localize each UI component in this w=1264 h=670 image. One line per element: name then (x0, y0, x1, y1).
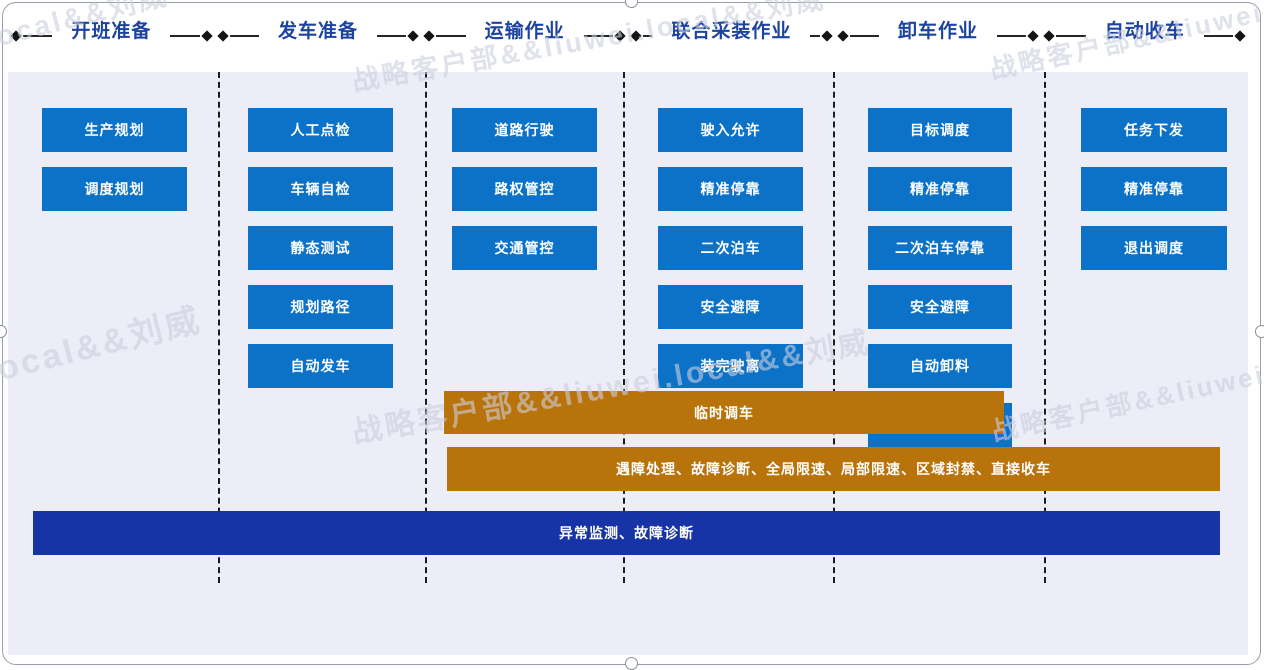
process-box[interactable]: 规划路径 (248, 285, 393, 329)
process-box[interactable]: 路权管控 (452, 167, 597, 211)
diamond-icon (821, 30, 833, 42)
resize-handle-right[interactable] (1255, 325, 1264, 338)
header-line (849, 35, 880, 37)
process-box[interactable]: 道路行驶 (452, 108, 597, 152)
process-box[interactable]: 静态测试 (248, 226, 393, 270)
diamond-icon (837, 30, 849, 42)
stage-title: 卸车作业 (898, 20, 979, 42)
stage-title: 运输作业 (484, 20, 565, 42)
diamond-icon (1043, 30, 1056, 42)
process-box[interactable]: 精准停靠 (658, 167, 803, 211)
process-box[interactable]: 安全避障 (658, 285, 803, 329)
stage-title: 发车准备 (278, 20, 359, 42)
header-line (643, 35, 653, 37)
process-box[interactable]: 交通管控 (452, 226, 597, 270)
header-line (1203, 35, 1234, 37)
resize-handle-top[interactable] (625, 0, 638, 8)
diamond-icon (217, 30, 229, 42)
diamond-icon (630, 30, 642, 42)
stage-header-4: 联合采装作业 (628, 0, 835, 72)
process-box[interactable]: 二次泊车停靠 (868, 226, 1012, 270)
process-box[interactable]: 精准停靠 (1081, 167, 1227, 211)
process-box[interactable]: 自动发车 (248, 344, 393, 388)
stage-header-2: 发车准备 (215, 0, 422, 72)
process-box[interactable]: 生产规划 (42, 108, 187, 152)
process-box[interactable]: 任务下发 (1081, 108, 1227, 152)
header-line (377, 35, 407, 37)
process-box[interactable]: 二次泊车 (658, 226, 803, 270)
stage-header-1: 开班准备 (8, 0, 215, 72)
exception-operations-bar[interactable]: 遇障处理、故障诊断、全局限速、局部限速、区域封禁、直接收车 (447, 447, 1220, 491)
header-line (436, 35, 466, 37)
process-box[interactable]: 退出调度 (1081, 226, 1227, 270)
header-line (23, 35, 53, 37)
stage-title: 自动收车 (1104, 20, 1185, 42)
stage-header-6: 自动收车 (1041, 0, 1248, 72)
stage-header-3: 运输作业 (421, 0, 628, 72)
resize-handle-bottom[interactable] (625, 657, 638, 670)
process-box[interactable]: 安全避障 (868, 285, 1012, 329)
header-line (229, 35, 259, 37)
diamond-icon (10, 30, 22, 42)
resize-handle-left[interactable] (0, 325, 7, 338)
stage-separator-4 (833, 72, 835, 583)
process-box[interactable]: 自动卸料 (868, 344, 1012, 388)
temporary-dispatch-bar[interactable]: 临时调车 (444, 391, 1004, 434)
process-box[interactable]: 精准停靠 (868, 167, 1012, 211)
stage-title: 开班准备 (71, 20, 152, 42)
header-line (583, 35, 614, 37)
stage-separator-3 (623, 72, 625, 583)
stage-header-row: 开班准备 发车准备 运输作业 联合采装作业 卸车作业 自动收车 (8, 0, 1248, 72)
process-box[interactable]: 人工点检 (248, 108, 393, 152)
diamond-icon (423, 30, 436, 42)
stage-header-5: 卸车作业 (835, 0, 1042, 72)
process-box[interactable]: 调度规划 (42, 167, 187, 211)
diamond-icon (201, 30, 213, 42)
header-line (997, 35, 1027, 37)
header-line (1056, 35, 1086, 37)
stage-title: 联合采装作业 (671, 20, 792, 42)
process-box[interactable]: 装完驶离 (658, 344, 803, 388)
process-box[interactable]: 驶入允许 (658, 108, 803, 152)
header-line (170, 35, 200, 37)
header-line (810, 35, 820, 37)
stage-separator-1 (218, 72, 220, 583)
diamond-icon (1234, 30, 1246, 42)
stage-separator-5 (1044, 72, 1046, 583)
content-panel (8, 72, 1248, 655)
diamond-icon (614, 30, 626, 42)
stage-separator-2 (425, 72, 427, 583)
diamond-icon (1027, 30, 1040, 42)
process-box[interactable]: 目标调度 (868, 108, 1012, 152)
monitoring-bar[interactable]: 异常监测、故障诊断 (33, 511, 1220, 555)
process-box[interactable]: 车辆自检 (248, 167, 393, 211)
diamond-icon (407, 30, 420, 42)
